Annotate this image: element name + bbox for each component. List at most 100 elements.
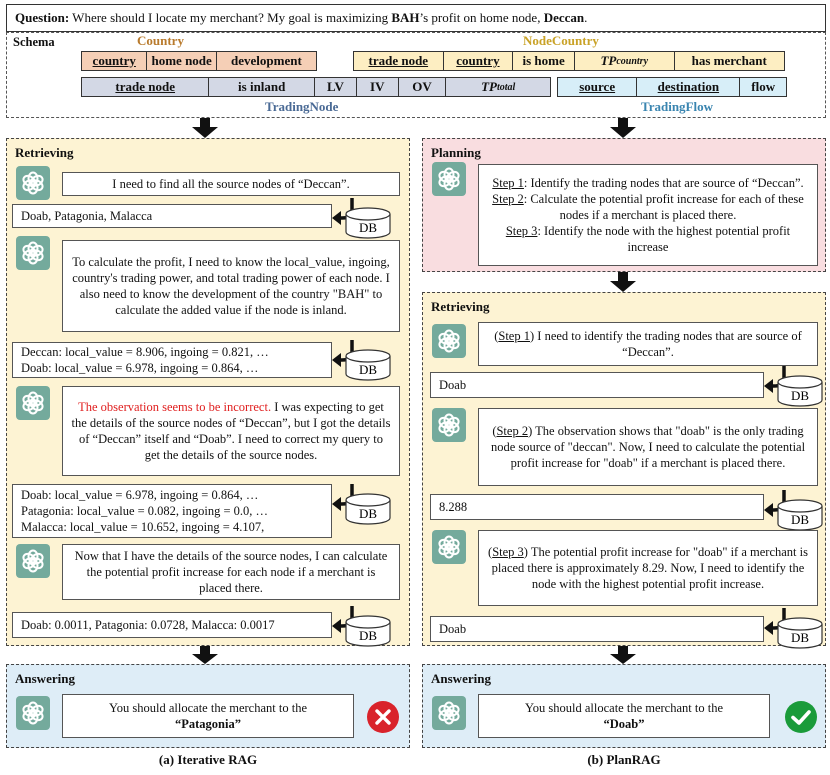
plan-step-3: Step 3: Identify the node with the highe… [485,223,811,255]
database-icon: DB [764,608,823,649]
tradingnode-col-iv: IV [357,78,399,96]
database-icon: DB [332,484,391,525]
svg-text:DB: DB [359,506,377,521]
step-text: : Calculate the potential profit increas… [523,192,804,222]
message-text: I was expecting to get the details of th… [71,400,391,462]
right-message-1: (Step 1) I need to identify the trading … [478,322,818,366]
result-line: Doab [439,378,467,392]
nodecountry-col-country: country [444,52,514,70]
openai-logo-icon [16,166,50,200]
openai-logo-icon [16,386,50,420]
svg-text:DB: DB [791,630,809,645]
result-line: Malacca: local_value = 10.652, ingoing =… [21,520,265,534]
tp-total-subscript: total [497,81,516,93]
step-text: : Identify the node with the highest pot… [537,224,791,254]
left-db-3: DB [332,482,398,531]
down-arrow-icon [610,118,636,138]
right-retrieving-title: Retrieving [431,299,490,314]
country-table-name: Country [137,33,184,48]
question-text-end: . [584,10,588,25]
country-table: country home node development [81,51,317,71]
question-country: BAH [391,10,420,25]
left-message-1: I need to find all the source nodes of “… [62,172,400,196]
tradingnode-col-is-inland: is inland [209,78,315,96]
step-label: Step 1 [492,176,524,190]
openai-logo-icon [432,324,466,358]
country-col-home-node: home node [147,52,217,70]
answer-text: You should allocate the merchant to the [109,701,307,715]
tp-total-symbol: TP [481,79,497,94]
message-text: I need to identify the trading nodes tha… [534,329,802,359]
openai-logo-icon [16,236,50,270]
left-caption: (a) Iterative RAG [158,752,258,767]
left-result-4: Doab: 0.0011, Patagonia: 0.0728, Malacca… [12,612,332,638]
schema-label: Schema [13,35,55,49]
left-result-1: Doab, Patagonia, Malacca [12,204,332,228]
step-label: Step 2 [492,192,524,206]
openai-logo-icon [432,408,466,442]
openai-logo-icon [432,162,466,196]
svg-text:DB: DB [359,628,377,643]
result-line: Doab: local_value = 6.978, ingoing = 0.8… [21,488,259,502]
answer-text: You should allocate the merchant to the [525,701,723,715]
database-icon: DB [332,340,391,381]
left-message-2: To calculate the profit, I need to know … [62,240,400,332]
left-result-2: Deccan: local_value = 8.906, ingoing = 0… [12,342,332,378]
database-icon: DB [332,198,391,239]
question-node: Deccan [543,10,585,25]
right-message-3: (Step 3) The potential profit increase f… [478,530,818,606]
right-result-2: 8.288 [430,494,764,520]
database-icon: DB [764,490,823,531]
right-message-2: (Step 2) The observation shows that "doa… [478,408,818,486]
result-line: Deccan: local_value = 8.906, ingoing = 0… [21,345,269,359]
tradingnode-table-name: TradingNode [265,99,339,114]
result-line: Doab: 0.0011, Patagonia: 0.0728, Malacca… [21,618,275,632]
right-answer-message: You should allocate the merchant to the … [478,694,770,738]
left-message-3: The observation seems to be incorrect. I… [62,386,400,476]
down-arrow-icon [192,646,218,664]
left-result-3: Doab: local_value = 6.978, ingoing = 0.8… [12,484,332,538]
down-arrow-icon [192,118,218,138]
nodecountry-col-has-merchant: has merchant [691,53,767,68]
right-result-1: Doab [430,372,764,398]
tradingflow-col-destination: destination [637,78,741,96]
nodecountry-col-trade-node: trade node [354,52,444,70]
tradingnode-col-lv: LV [315,78,357,96]
svg-text:DB: DB [359,220,377,235]
tradingflow-col-source: source [558,78,638,96]
svg-text:DB: DB [359,362,377,377]
step-label: Step 1 [498,329,530,343]
down-arrow-icon [610,272,636,292]
svg-text:DB: DB [791,388,809,403]
tradingnode-col-trade-node: trade node [82,78,210,96]
planning-title: Planning [431,145,481,160]
right-db-3: DB [764,606,830,655]
schema-box: Schema Country country home node develop… [6,32,826,118]
answer-node: “Doab” [603,717,645,731]
tradingnode-col-ov: OV [399,78,447,96]
tp-symbol: TP [600,53,617,68]
country-col-development: development [231,53,302,68]
tradingflow-table: source destination flow [557,77,787,97]
openai-logo-icon [16,544,50,578]
left-answering-title: Answering [15,671,75,686]
message-text: The potential profit increase for "doab"… [491,545,808,591]
answer-node: “Patagonia” [175,717,241,731]
tradingflow-col-flow: flow [751,79,776,94]
left-db-1: DB [332,196,398,245]
message-text: The observation shows that "doab" is the… [490,424,806,470]
plan-step-1: Step 1: Identify the trading nodes that … [485,175,811,191]
right-caption: (b) PlanRAG [587,752,661,767]
openai-logo-icon [432,696,466,730]
result-line: Doab: local_value = 6.978, ingoing = 0.8… [21,361,259,375]
down-arrow-icon [610,646,636,664]
nodecountry-col-is-home: is home [513,52,575,70]
step-text: : Identify the trading nodes that are so… [523,176,804,190]
question-box: Question: Where should I locate my merch… [6,4,826,32]
database-icon: DB [332,606,391,647]
left-answer-message: You should allocate the merchant to the … [62,694,354,738]
question-text-mid: ’s profit on home node, [419,10,544,25]
